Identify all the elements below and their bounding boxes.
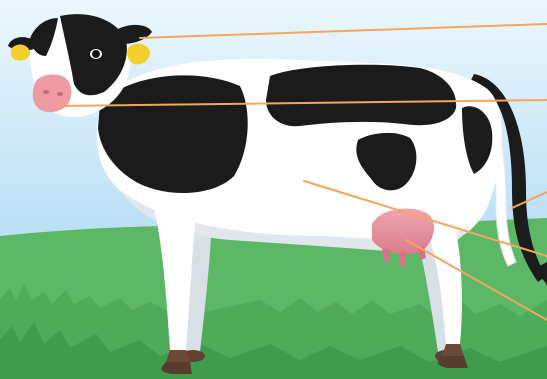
eye <box>92 50 100 58</box>
